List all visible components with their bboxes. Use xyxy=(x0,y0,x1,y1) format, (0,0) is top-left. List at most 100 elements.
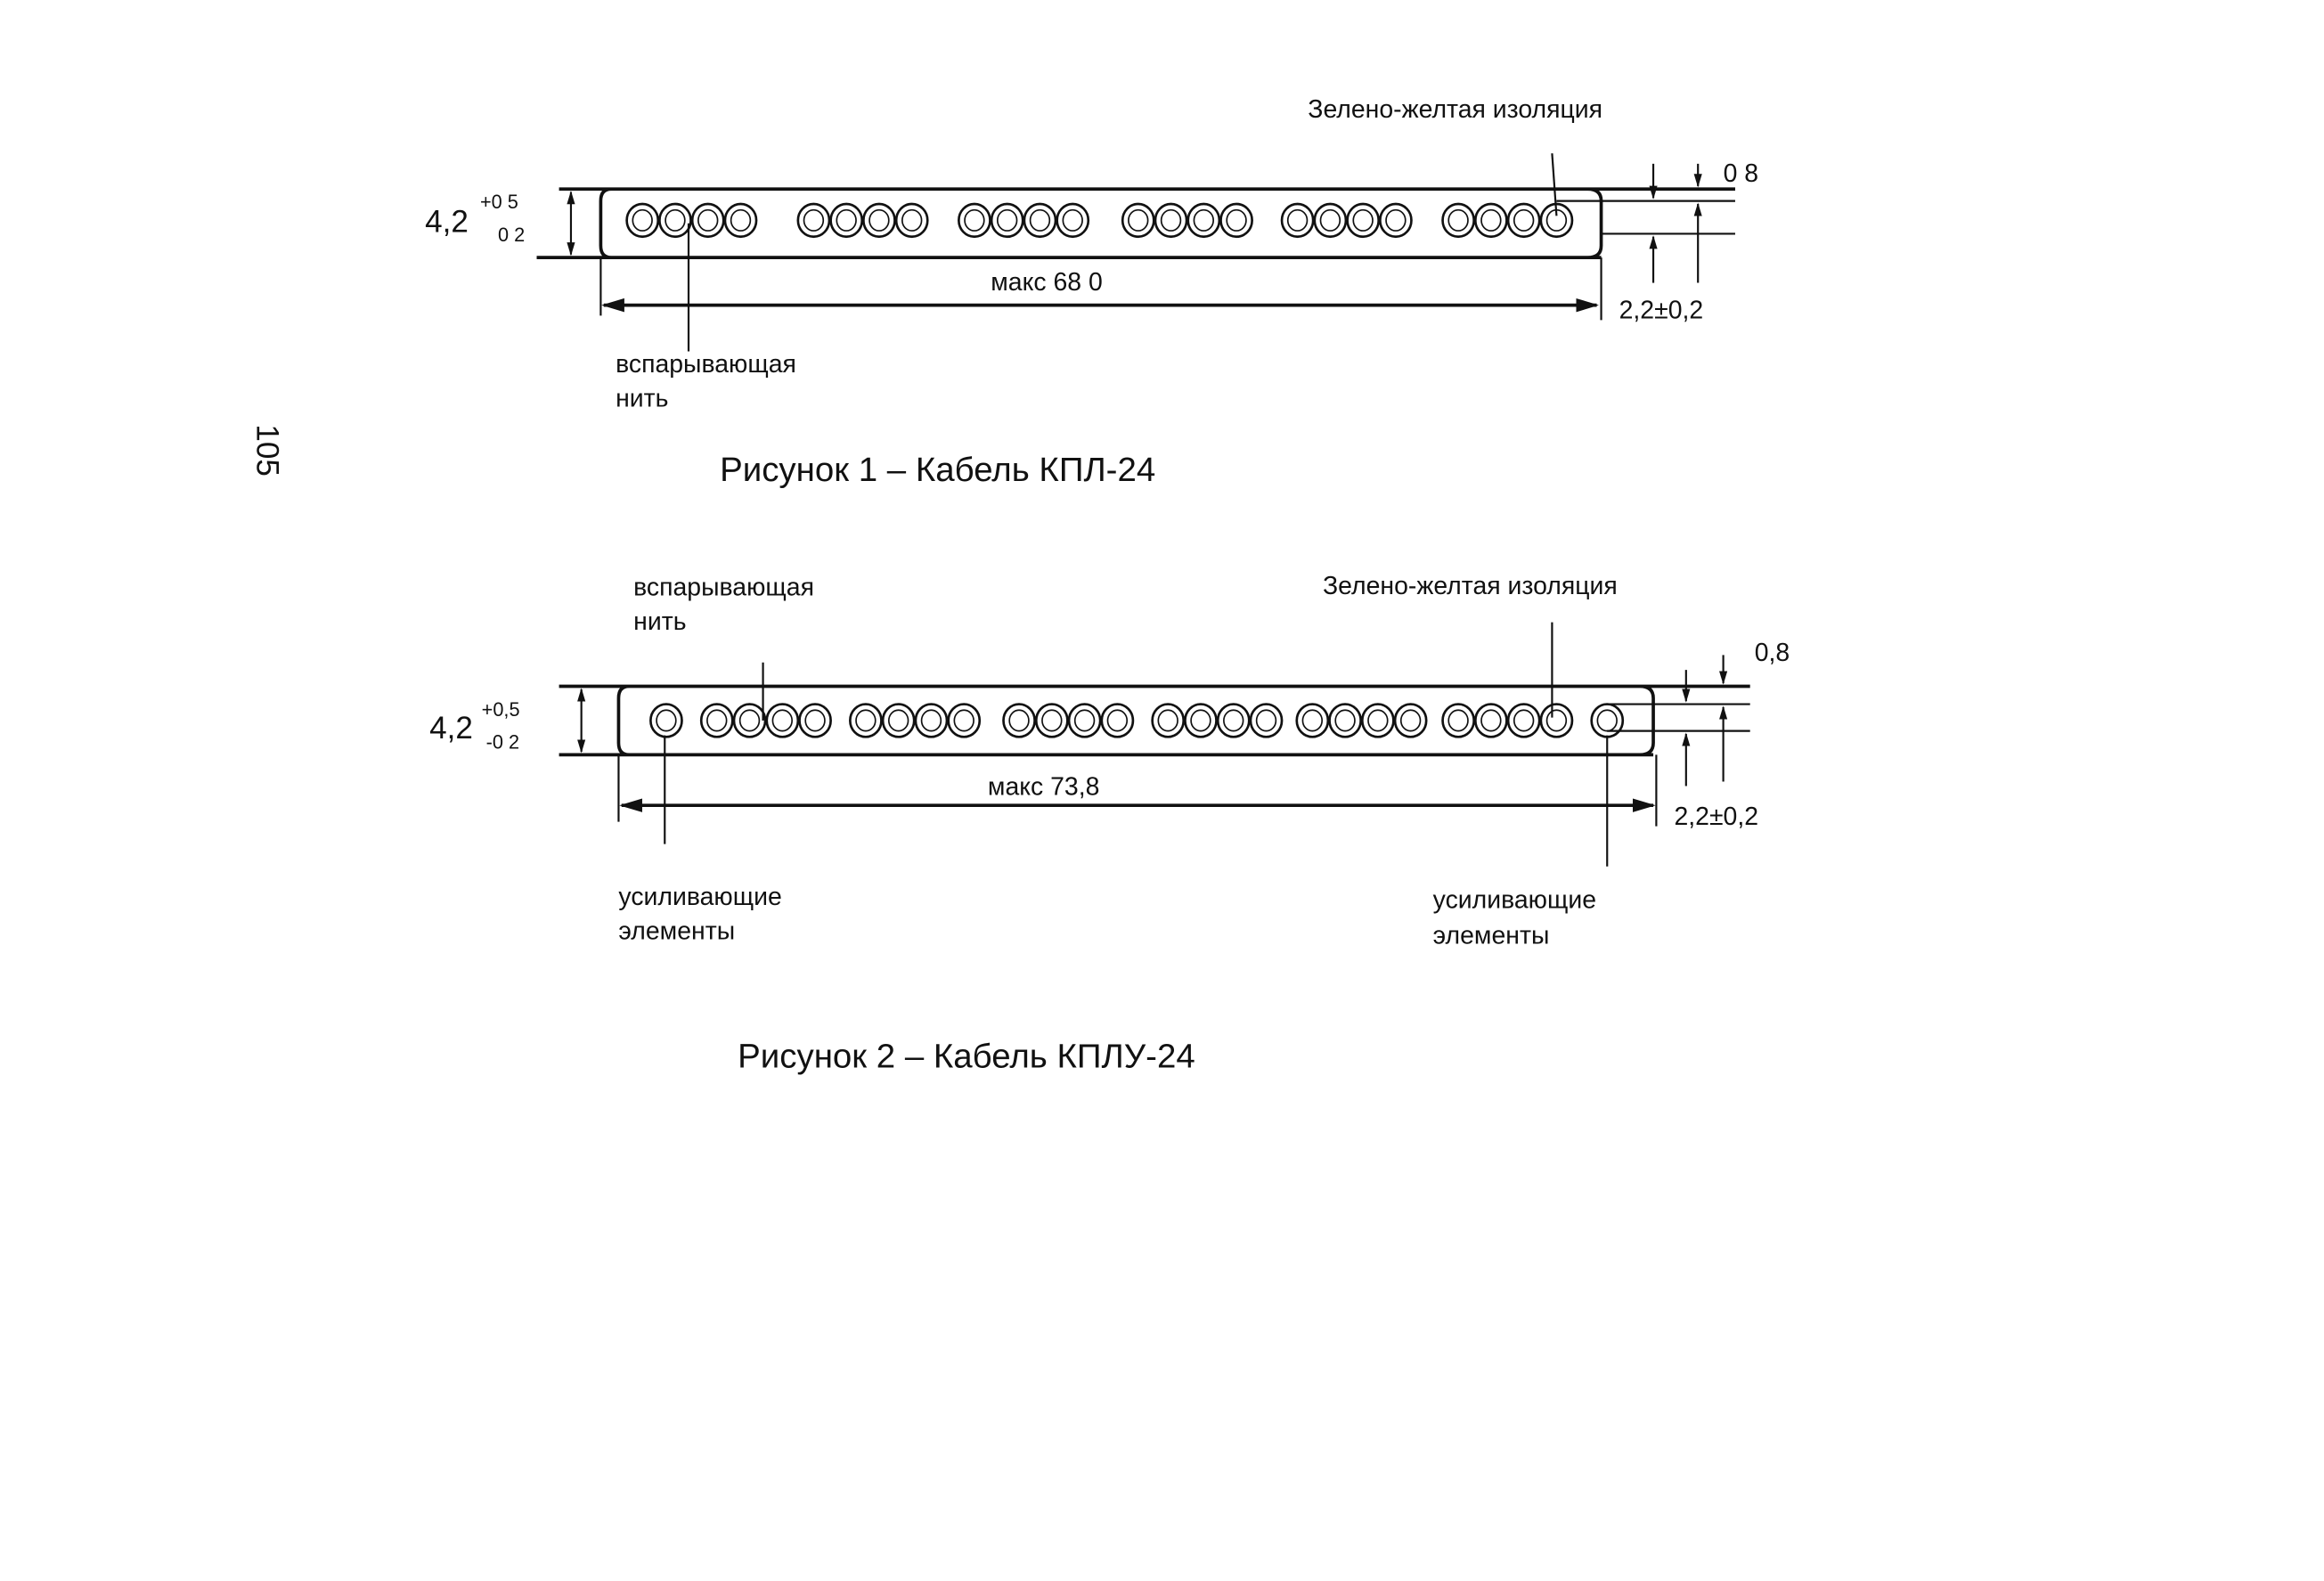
conductor-core xyxy=(697,208,719,232)
width-label: макс 68 0 xyxy=(991,268,1102,297)
green-yellow-leader xyxy=(1551,153,1558,216)
height-tolerance-minus: -0 2 xyxy=(486,731,519,754)
insulation-label: 0,8 xyxy=(1755,639,1790,667)
conductor-core xyxy=(632,208,653,232)
conductor-core xyxy=(1301,709,1324,732)
conductor-lines xyxy=(1556,200,1735,235)
pitch-label: 2,2±0,2 xyxy=(1674,803,1758,831)
conductor-core xyxy=(1513,208,1535,232)
conductor xyxy=(1473,202,1508,239)
conductor-core xyxy=(1008,709,1030,732)
conductor xyxy=(1151,703,1186,738)
conductor xyxy=(862,202,896,239)
conductor-core xyxy=(1334,709,1356,732)
conductor xyxy=(723,202,758,239)
conductor xyxy=(1295,703,1330,738)
conductor-core xyxy=(1226,208,1247,232)
conductor-core xyxy=(953,709,974,732)
figure-1-kpl-24: 4,2 +0 5 0 2 макс 68 0 вспарывающая нить… xyxy=(425,95,1758,489)
green-yellow-label: Зелено-желтая изоляция xyxy=(1308,95,1602,124)
conductor-row xyxy=(649,703,1625,738)
conductor xyxy=(798,703,832,738)
conductor xyxy=(1441,202,1475,239)
figure-2-kplu-24: 4,2 +0,5 -0 2 макс 73,8 вспарывающая нит… xyxy=(429,572,1790,1075)
conductor-core xyxy=(738,709,761,732)
conductor-core xyxy=(1062,208,1083,232)
conductor xyxy=(699,703,734,738)
conductor-core xyxy=(665,208,686,232)
conductor xyxy=(947,703,982,738)
conductor xyxy=(1186,202,1221,239)
conductor xyxy=(881,703,916,738)
conductor xyxy=(1393,703,1428,738)
height-value: 4,2 xyxy=(425,205,469,240)
height-value: 4,2 xyxy=(429,711,473,746)
rip-cord-label: нить xyxy=(633,607,686,636)
reinforcing-element xyxy=(649,703,683,738)
reinforcing-label-right: усиливающие xyxy=(1433,886,1596,915)
conductor xyxy=(1219,202,1253,239)
conductor xyxy=(796,202,831,239)
conductor-core xyxy=(855,709,877,732)
conductor xyxy=(849,703,883,738)
page-number: 105 xyxy=(249,424,284,477)
conductor xyxy=(1034,703,1069,738)
conductor xyxy=(1328,703,1362,738)
conductor xyxy=(1023,202,1057,239)
height-tolerance-minus: 0 2 xyxy=(498,224,525,246)
conductor xyxy=(914,703,949,738)
reinforcing-label-left: усиливающие xyxy=(618,883,781,911)
conductor xyxy=(1313,202,1348,239)
conductor-core xyxy=(1447,709,1469,732)
cable-outline xyxy=(536,187,1735,259)
conductor-core xyxy=(1513,709,1535,732)
conductor-core xyxy=(1106,709,1129,732)
conductor-core xyxy=(836,208,857,232)
conductor-core xyxy=(1545,709,1568,732)
conductor-core xyxy=(1319,208,1341,232)
conductor-core xyxy=(730,208,752,232)
conductor-core xyxy=(1041,709,1063,732)
conductor-core xyxy=(996,208,1018,232)
conductor-core xyxy=(804,709,826,732)
conductor xyxy=(1121,202,1155,239)
pitch-label: 2,2±0,2 xyxy=(1619,297,1704,325)
conductor xyxy=(958,202,991,239)
conductor-core xyxy=(1193,208,1214,232)
conductor xyxy=(1360,703,1395,738)
conductor xyxy=(1441,703,1475,738)
height-tolerance-plus: +0 5 xyxy=(480,191,518,213)
conductor xyxy=(658,202,692,239)
conductor xyxy=(1249,703,1284,738)
conductor-core xyxy=(1385,208,1407,232)
conductor xyxy=(1506,703,1541,738)
conductor xyxy=(1154,202,1188,239)
conductor-core xyxy=(1286,208,1309,232)
reinforcing-label-left: элементы xyxy=(618,917,735,946)
conductor-core xyxy=(887,709,909,732)
conductor-core xyxy=(1190,709,1211,732)
conductor-core xyxy=(1352,208,1374,232)
conductor xyxy=(1473,703,1508,738)
conductor xyxy=(1067,703,1102,738)
conductor-core xyxy=(1160,208,1182,232)
conductor-core xyxy=(1157,709,1178,732)
conductor xyxy=(990,202,1024,239)
reinforcing-element xyxy=(1590,703,1625,738)
rip-cord-label: нить xyxy=(616,384,668,412)
conductor-core xyxy=(1480,709,1502,732)
height-tolerance-plus: +0,5 xyxy=(482,698,520,721)
reinforcing-label-right: элементы xyxy=(1433,922,1550,950)
conductor-core xyxy=(803,208,825,232)
conductor-row xyxy=(625,202,1574,239)
figure-caption: Рисунок 2 – Кабель КПЛУ-24 xyxy=(738,1037,1195,1075)
conductor-core xyxy=(1399,709,1422,732)
conductor-core xyxy=(706,709,728,732)
conductor-core xyxy=(1447,208,1469,232)
rip-cord-label: вспарывающая xyxy=(633,574,814,602)
conductor xyxy=(829,202,864,239)
conductor-core xyxy=(1480,208,1502,232)
conductor xyxy=(1184,703,1218,738)
conductor-core xyxy=(1073,709,1096,732)
